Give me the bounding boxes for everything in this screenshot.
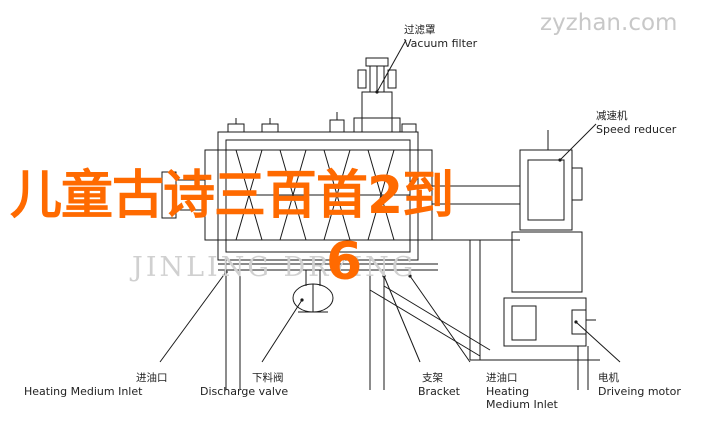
overlay-title-line2: 6 bbox=[326, 232, 362, 292]
vacuum-filter-cn: 过滤罩 bbox=[404, 24, 436, 36]
brand-watermark: JINLING DRYING bbox=[132, 252, 417, 283]
label-driving-motor: 电机 Driveing motor bbox=[598, 372, 681, 398]
discharge-valve-cn: 下料阀 bbox=[252, 372, 284, 384]
vacuum-filter-en: Vacuum filter bbox=[404, 37, 478, 50]
site-watermark: zyzhan.com bbox=[540, 10, 678, 36]
driving-motor-en: Driveing motor bbox=[598, 385, 681, 398]
label-discharge-valve: 下料阀 Discharge valve bbox=[200, 372, 288, 398]
overlay-title-line1: 儿童古诗三百首2到 bbox=[10, 166, 454, 226]
label-heating-inlet-left: 进油口 Heating Medium Inlet bbox=[24, 372, 168, 398]
heating-inlet-right-en2: Medium Inlet bbox=[486, 398, 558, 411]
discharge-valve-en: Discharge valve bbox=[200, 385, 289, 398]
bracket-en: Bracket bbox=[418, 385, 460, 398]
bracket-cn: 支架 bbox=[422, 372, 443, 384]
heating-inlet-left-cn: 进油口 bbox=[136, 372, 168, 384]
speed-reducer-cn: 减速机 bbox=[596, 110, 628, 122]
label-speed-reducer: 减速机 Speed reducer bbox=[596, 110, 676, 136]
speed-reducer-en: Speed reducer bbox=[596, 123, 677, 136]
label-heating-inlet-right: 进油口 Heating Medium Inlet bbox=[486, 372, 558, 411]
heating-inlet-left-en: Heating Medium Inlet bbox=[24, 385, 143, 398]
driving-motor-cn: 电机 bbox=[598, 372, 619, 384]
label-bracket: 支架 Bracket bbox=[418, 372, 460, 398]
heating-inlet-right-en1: Heating bbox=[486, 385, 530, 398]
heating-inlet-right-cn: 进油口 bbox=[486, 372, 518, 384]
label-vacuum-filter: 过滤罩 Vacuum filter bbox=[404, 24, 477, 50]
